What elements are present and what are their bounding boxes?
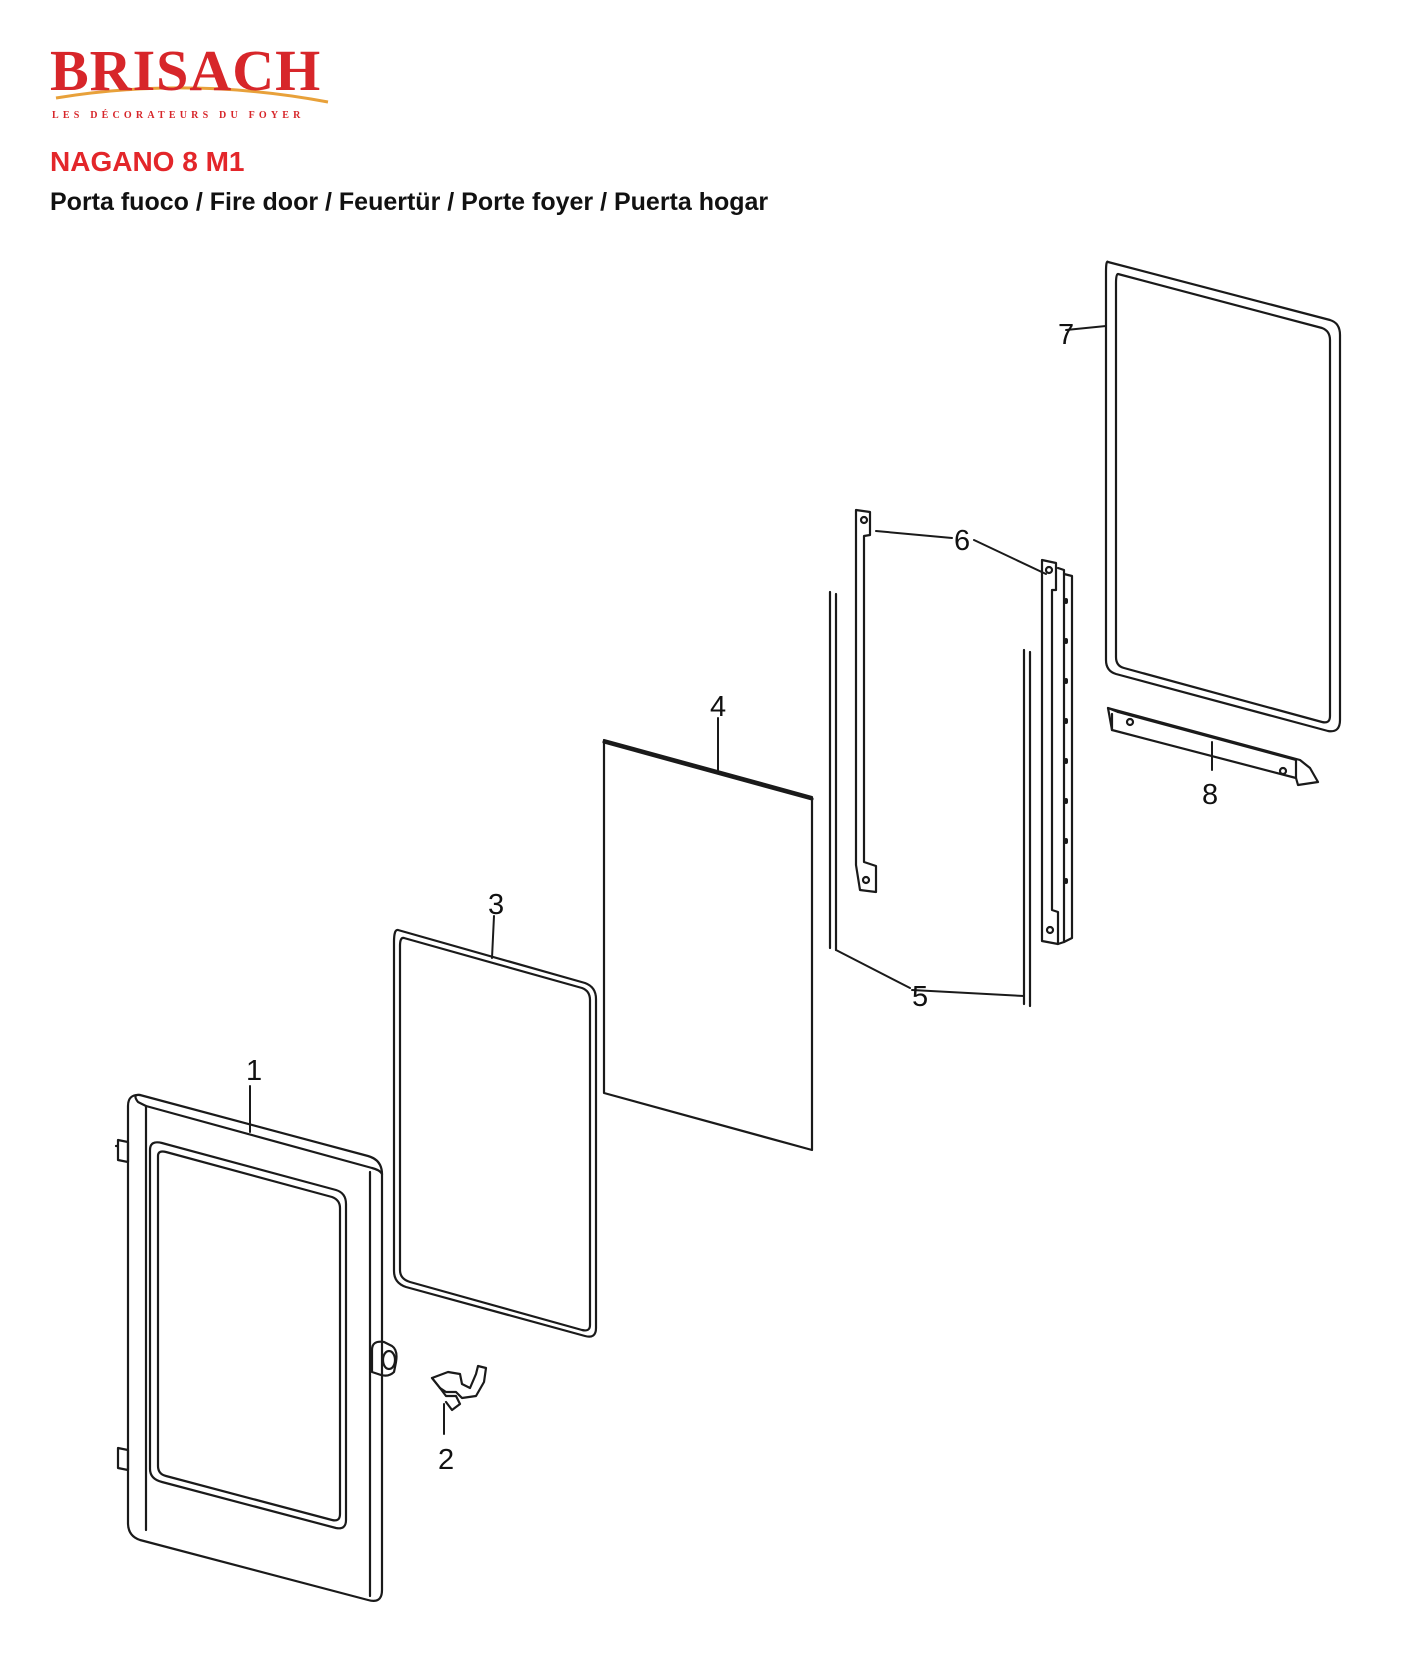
part-6-left-strip	[854, 508, 878, 894]
part-label-5: 5	[912, 981, 928, 1013]
part-4-glass	[602, 738, 814, 1152]
leader-lines	[249, 325, 1213, 1435]
part-6-right-strip	[1040, 558, 1074, 946]
brand-logo: BRISACH LES DÉCORATEURS DU FOYER	[50, 36, 340, 126]
logo-swoosh-icon	[55, 86, 329, 104]
part-2-latch	[430, 1364, 488, 1412]
part-label-8: 8	[1202, 779, 1218, 811]
part-label-3: 3	[488, 889, 504, 921]
part-3-gasket	[392, 928, 598, 1338]
part-1-door	[114, 1093, 398, 1602]
part-label-6: 6	[954, 525, 970, 557]
part-label-2: 2	[438, 1444, 454, 1476]
part-label-7: 7	[1058, 319, 1074, 351]
brand-tagline: LES DÉCORATEURS DU FOYER	[52, 110, 305, 121]
part-5-gaskets	[828, 590, 1032, 1008]
part-8-bracket	[1106, 706, 1320, 787]
part-label-1: 1	[246, 1055, 262, 1087]
brand-name: BRISACH	[50, 38, 322, 103]
part-7-frame	[1104, 260, 1342, 733]
part-label-4: 4	[710, 691, 726, 723]
page-title: NAGANO 8 M1	[50, 146, 245, 177]
page-subtitle: Porta fuoco / Fire door / Feuertür / Por…	[50, 188, 769, 216]
